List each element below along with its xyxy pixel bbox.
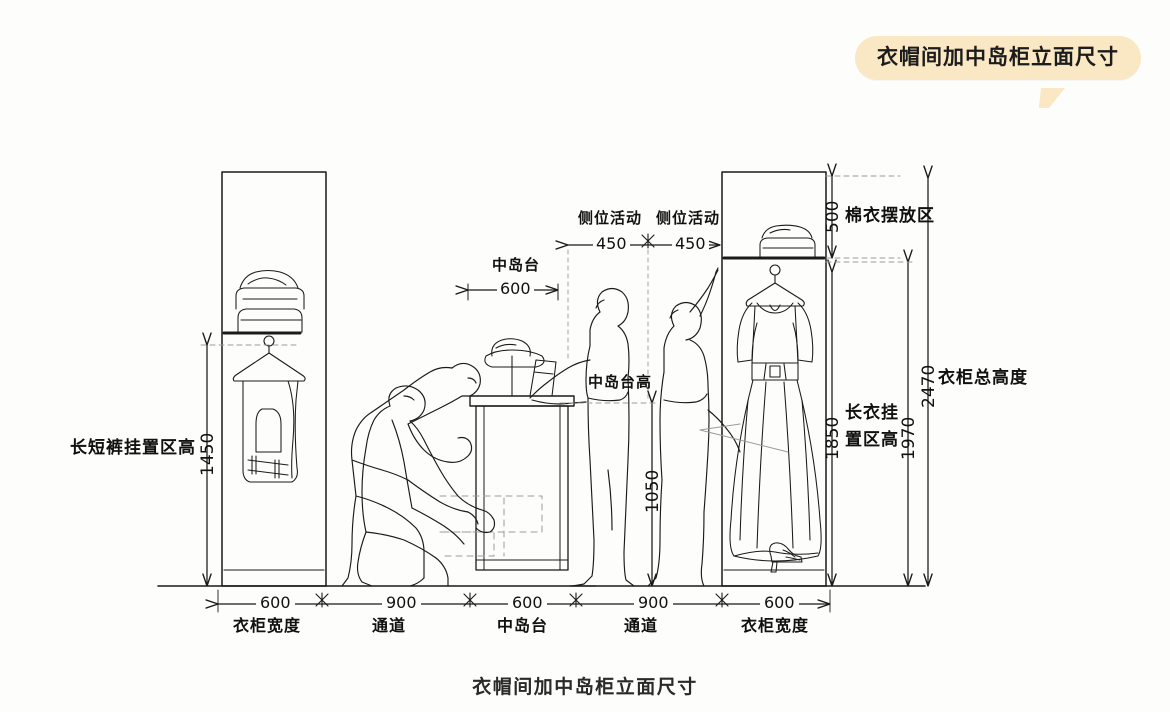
callout-badge: 衣帽间加中岛柜立面尺寸 [855, 36, 1141, 80]
figure-standing-island [529, 287, 635, 587]
dim-value-bottom-600-right: 600 [760, 595, 799, 611]
dim-value-bottom-900-right: 900 [634, 595, 673, 611]
dim-value-500: 500 [823, 200, 843, 233]
figure-reaching [647, 267, 741, 587]
dim-value-1050: 1050 [643, 469, 663, 513]
dim-value-1850: 1850 [823, 416, 843, 460]
label-bottom-wardrobe-left: 衣柜宽度 [233, 616, 302, 635]
label-island-top: 中岛台 [492, 256, 541, 274]
label-coat-zone: 棉衣摆放区 [845, 206, 935, 226]
dim-value-bottom-600-mid: 600 [508, 595, 547, 611]
dim-value-450-left: 450 [593, 236, 630, 252]
label-bottom-wardrobe-right: 衣柜宽度 [741, 616, 810, 635]
label-long-hanging-line2: 置区高 [845, 430, 899, 450]
left-wardrobe [221, 171, 327, 587]
label-bottom-aisle-right: 通道 [624, 616, 659, 635]
label-side-activity-right: 侧位活动 [656, 209, 721, 227]
callout-tail [1038, 88, 1066, 108]
figure-caption: 衣帽间加中岛柜立面尺寸 [472, 676, 698, 698]
label-bottom-aisle-left: 通道 [372, 616, 407, 635]
dim-value-2470: 2470 [919, 364, 939, 408]
label-island-height: 中岛台高 [588, 373, 653, 391]
label-wardrobe-total: 衣柜总高度 [938, 368, 1028, 388]
dim-line-1050 [559, 403, 659, 587]
label-bottom-island: 中岛台 [497, 616, 549, 635]
figure-bending [341, 362, 481, 587]
dim-value-island-600: 600 [497, 281, 534, 297]
label-long-hanging-line1: 长衣挂 [845, 403, 899, 423]
dim-line-1970 [825, 262, 915, 587]
dim-line-500 [825, 176, 901, 259]
figure-squatting [356, 385, 496, 587]
right-wardrobe [721, 171, 827, 587]
label-left-hanging-zone: 长短裤挂置区高 [70, 438, 196, 458]
dim-line-1450 [200, 345, 301, 587]
label-side-activity-left: 侧位活动 [578, 209, 643, 227]
island-counter [439, 338, 575, 571]
dim-value-1970: 1970 [899, 416, 919, 460]
dim-value-bottom-900-left: 900 [382, 595, 421, 611]
dim-value-450-right: 450 [672, 236, 709, 252]
dim-value-bottom-600-left: 600 [256, 595, 295, 611]
dim-value-1450: 1450 [198, 432, 218, 476]
